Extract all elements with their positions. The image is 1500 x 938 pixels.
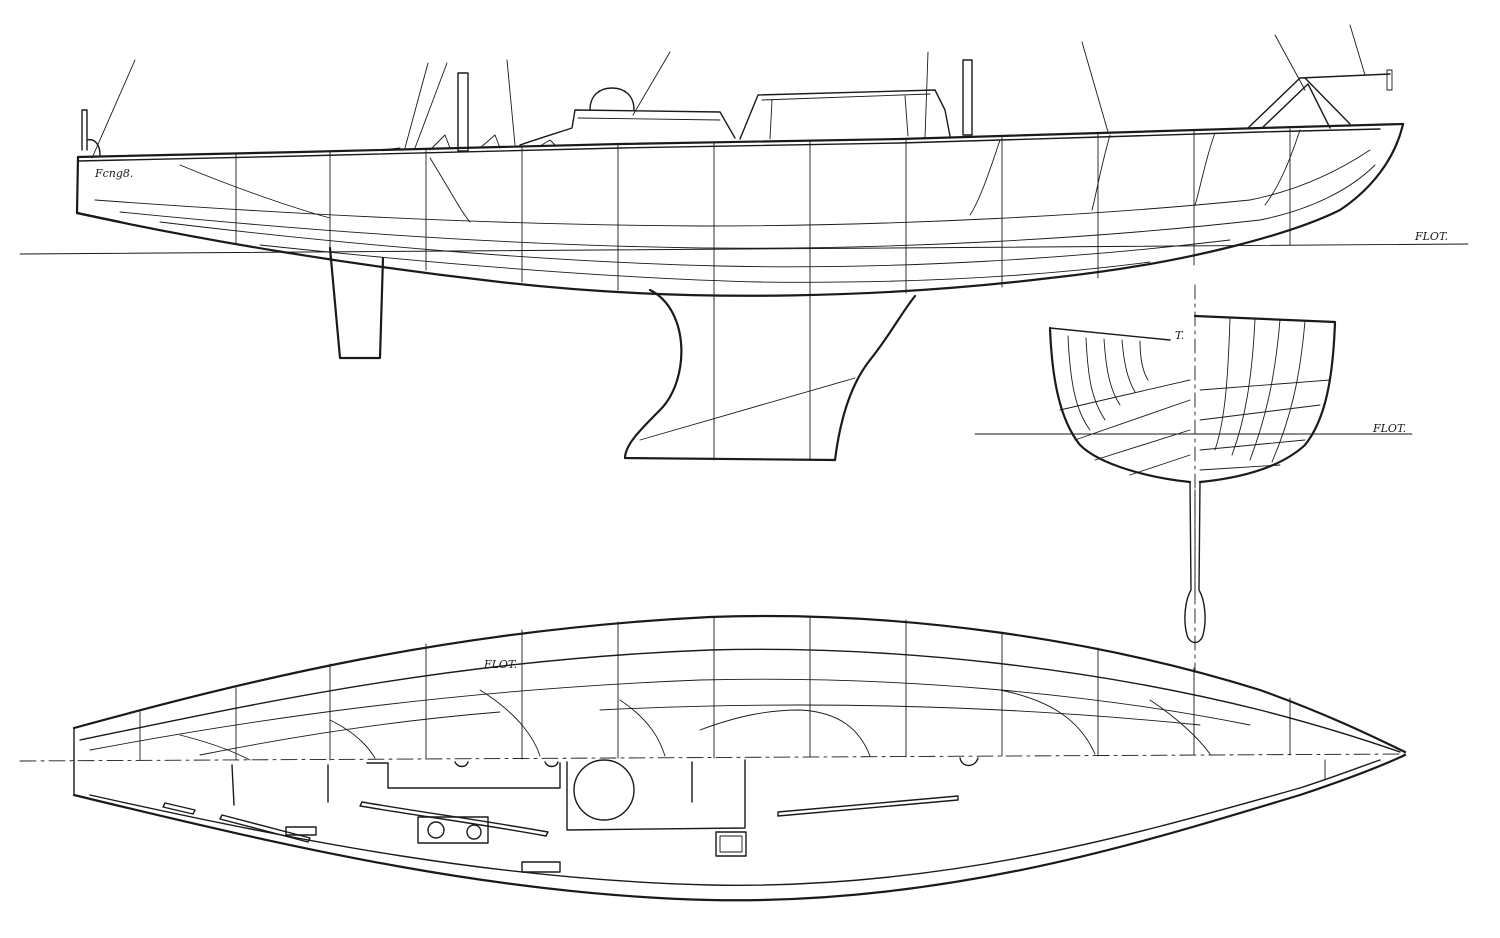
hull-profile-bottom bbox=[75, 122, 1405, 297]
body-plan-aft-sheer bbox=[1049, 327, 1171, 341]
profile-flot-label: FLOT. bbox=[1414, 230, 1448, 243]
genoa-track-1 bbox=[162, 802, 196, 815]
plan-waterline-2 bbox=[89, 678, 1251, 751]
body-plan-flot-label: FLOT. bbox=[1372, 422, 1406, 435]
winch-1 bbox=[427, 821, 445, 839]
plan-centerline bbox=[19, 753, 1406, 762]
bow-fitting bbox=[1386, 69, 1393, 91]
sheer-line bbox=[76, 122, 1405, 159]
side-rail bbox=[777, 795, 959, 817]
body-plan-t-label: T. bbox=[1175, 329, 1184, 342]
plan-stations bbox=[139, 615, 1291, 761]
doghouse-frame bbox=[761, 93, 931, 140]
buttock-line-3 bbox=[159, 221, 1231, 268]
buttock-line-1 bbox=[94, 149, 1371, 227]
track-car-1 bbox=[285, 826, 317, 836]
plan-sheer-outline bbox=[72, 614, 1407, 754]
deck-fittings bbox=[379, 134, 557, 151]
profile-view: FLOT. bbox=[19, 24, 1469, 462]
body-plan-aft-diagonals bbox=[1059, 379, 1191, 476]
mast-aft bbox=[962, 59, 973, 136]
body-plan-fwd-section bbox=[1193, 314, 1337, 484]
profile-stations bbox=[235, 128, 1291, 461]
body-plan-fwd-frames bbox=[1214, 317, 1306, 463]
deck-edge-line bbox=[77, 128, 1381, 162]
mainsheet-track bbox=[359, 801, 549, 837]
plan-waterline-3 bbox=[199, 704, 1201, 756]
buttock-line-2 bbox=[119, 164, 1376, 249]
coachroof-trim bbox=[577, 117, 721, 121]
plan-waterline-1 bbox=[79, 648, 1401, 753]
mast-forward bbox=[457, 72, 469, 152]
rigging-lines bbox=[91, 24, 1366, 159]
dome-hatch bbox=[589, 87, 635, 111]
body-plan-fwd-diagonals bbox=[1199, 379, 1331, 471]
deck-hatch bbox=[715, 831, 747, 857]
rudder bbox=[328, 246, 385, 360]
doghouse bbox=[739, 89, 951, 140]
body-plan-aft-frames bbox=[1067, 335, 1149, 431]
plan-deck-outline bbox=[72, 753, 1407, 902]
plan-post-1 bbox=[231, 764, 235, 806]
track-car-2 bbox=[521, 861, 561, 873]
half-breadth-view: FLOT. bbox=[19, 614, 1407, 902]
keel-waterline bbox=[639, 377, 856, 441]
cockpit-well bbox=[366, 762, 561, 789]
profile-waterline bbox=[19, 243, 1469, 255]
keel-fin bbox=[623, 288, 917, 462]
deck-winches bbox=[454, 757, 979, 768]
buttock-line-4 bbox=[259, 244, 1151, 283]
body-plan-view: FLOT. T. bbox=[974, 284, 1413, 673]
body-plan-aft-section bbox=[1048, 326, 1192, 484]
diagonal-lines bbox=[179, 129, 1301, 223]
designer-signature: Fcng8. bbox=[94, 167, 133, 180]
winch-pad bbox=[417, 816, 489, 844]
coachroof-plan bbox=[566, 759, 746, 831]
bow-pulpit bbox=[1247, 73, 1391, 129]
plan-diagonals bbox=[179, 689, 1211, 761]
dome-hatch-plan bbox=[573, 759, 635, 821]
plan-deck-inner bbox=[89, 759, 1381, 886]
coachroof bbox=[519, 109, 736, 146]
winch-2 bbox=[466, 824, 482, 840]
deck-hatch-inner bbox=[719, 835, 743, 853]
stern-fitting bbox=[81, 109, 101, 156]
genoa-track-2 bbox=[219, 814, 311, 843]
body-plan-keel-bulb bbox=[1184, 481, 1206, 644]
